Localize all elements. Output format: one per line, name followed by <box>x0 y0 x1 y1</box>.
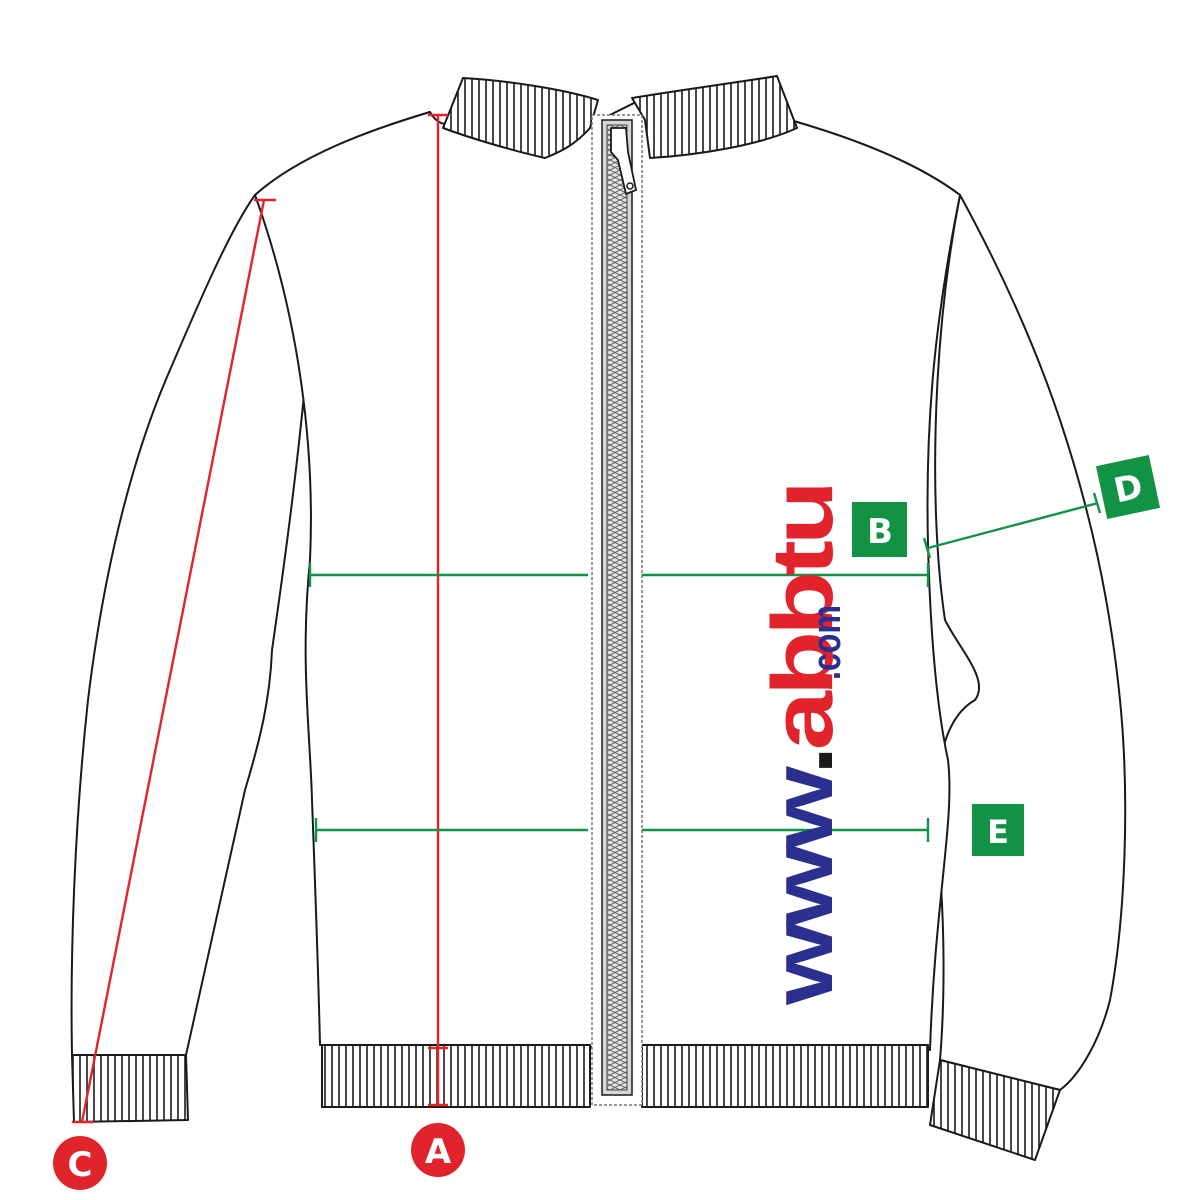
measure-line-d <box>922 492 1102 559</box>
measure-line-a <box>428 113 448 1107</box>
waistband-left <box>321 1044 591 1108</box>
label-a-badge: A <box>411 1123 465 1177</box>
zipper <box>591 114 643 1106</box>
svg-text:E: E <box>987 813 1009 851</box>
label-d-badge: D <box>1095 454 1161 520</box>
watermark-com: .com <box>805 605 849 680</box>
watermark-www: www <box>755 765 851 1006</box>
label-b-badge: B <box>852 502 907 557</box>
svg-text:A: A <box>425 1132 452 1172</box>
collar-left <box>442 77 599 159</box>
right-sleeve <box>789 119 1127 1091</box>
svg-text:C: C <box>68 1145 93 1185</box>
right-cuff <box>929 1059 1061 1161</box>
waistband-right <box>641 1044 929 1108</box>
measure-line-c <box>72 198 276 1124</box>
measure-line-b <box>308 563 930 587</box>
svg-text:www.abbtu: www.abbtu <box>755 485 851 1006</box>
left-cuff <box>71 1054 189 1123</box>
watermark-abbtu: abbtu <box>755 485 851 750</box>
watermark: www.abbtu .com <box>755 485 851 1006</box>
watermark-dot: . <box>755 750 851 775</box>
collar-right <box>631 75 798 159</box>
label-e-badge: E <box>972 804 1024 856</box>
zipper-pull-icon <box>610 127 638 196</box>
label-c-badge: C <box>53 1136 107 1190</box>
measure-line-e <box>314 818 930 842</box>
svg-text:B: B <box>867 512 893 552</box>
